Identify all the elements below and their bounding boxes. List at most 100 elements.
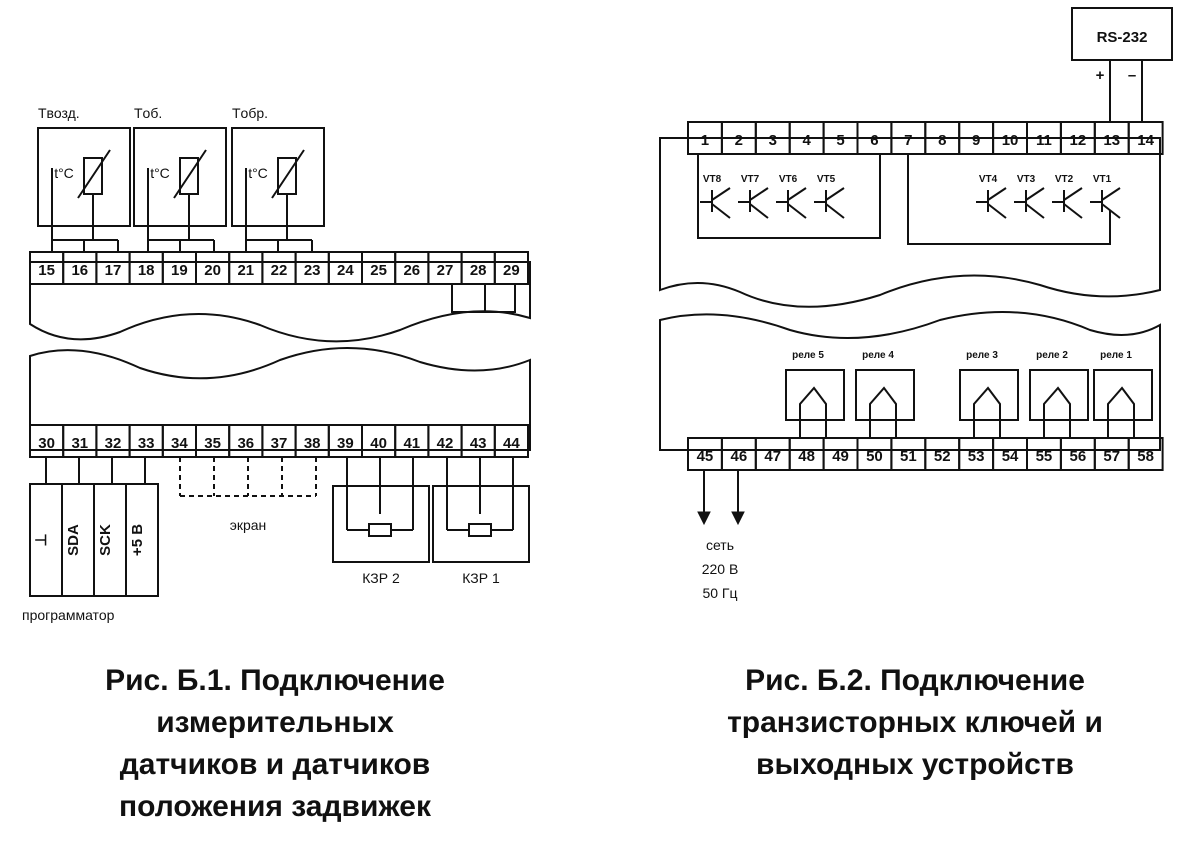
terminal-label-58: 58 — [1137, 448, 1154, 465]
relay-label: реле 1 — [1100, 350, 1132, 361]
sensor-symbol: t°C — [54, 165, 74, 181]
terminal-label-5: 5 — [836, 132, 844, 149]
transistor-collector — [1063, 187, 1083, 201]
thermistor-slash — [173, 149, 207, 199]
terminal-label-29: 29 — [503, 262, 520, 279]
caption-line: выходных устройств — [756, 748, 1074, 781]
thermistor-slash — [77, 149, 111, 199]
transistor-emitter — [987, 203, 1007, 219]
terminal-label-51: 51 — [900, 448, 917, 465]
transistor-collector — [711, 187, 731, 201]
transistor-label: VT5 — [817, 174, 836, 185]
terminal-label-39: 39 — [337, 435, 354, 452]
terminal-44 — [493, 424, 529, 458]
terminal-label-52: 52 — [934, 448, 951, 465]
transistor-emitter — [1063, 203, 1083, 219]
terminal-label-28: 28 — [470, 262, 487, 279]
device-body-lower — [29, 347, 531, 451]
terminal-label-35: 35 — [204, 435, 221, 452]
terminal-label-19: 19 — [171, 262, 188, 279]
sensor-box — [37, 127, 131, 227]
terminal-label-26: 26 — [403, 262, 420, 279]
transistor-label: VT1 — [1093, 174, 1112, 185]
terminal-label-54: 54 — [1002, 448, 1019, 465]
sensor-title: Tвозд. — [38, 105, 80, 121]
terminal-label-40: 40 — [370, 435, 387, 452]
terminal-label-57: 57 — [1103, 448, 1120, 465]
terminal-label-1: 1 — [701, 132, 709, 149]
link-box — [451, 283, 486, 313]
terminal-label-4: 4 — [802, 132, 811, 149]
transistor-collector — [987, 187, 1007, 201]
relay-box — [959, 369, 1019, 421]
terminal-label-43: 43 — [470, 435, 487, 452]
transistor-collector — [787, 187, 807, 201]
terminal-label-44: 44 — [503, 435, 520, 452]
transistor-collector — [825, 187, 845, 201]
kzr-label: КЗР 2 — [362, 570, 400, 586]
programmer-pin-label: +5 В — [129, 524, 146, 556]
relay-box — [1093, 369, 1153, 421]
device-body-upper — [29, 261, 531, 343]
relay-label: реле 5 — [792, 350, 824, 361]
caption-line: транзисторных ключей и — [727, 706, 1103, 739]
terminal-label-55: 55 — [1036, 448, 1053, 465]
mains-arrow — [731, 511, 745, 526]
terminal-label-42: 42 — [437, 435, 454, 452]
transistor-collector — [1101, 187, 1121, 201]
rs232-label: RS-232 — [1097, 29, 1148, 46]
transistor-label: VT8 — [703, 174, 722, 185]
relay-contact — [869, 386, 897, 438]
terminal-label-17: 17 — [105, 262, 122, 279]
terminal-label-49: 49 — [832, 448, 849, 465]
transistor-emitter — [749, 203, 769, 219]
caption-line: Рис. Б.1. Подключение — [105, 664, 445, 697]
relay-contact — [799, 386, 827, 438]
relay-label: реле 3 — [966, 350, 998, 361]
terminal-label-14: 14 — [1137, 132, 1154, 149]
sensor-symbol: t°C — [150, 165, 170, 181]
terminal-label-50: 50 — [866, 448, 883, 465]
terminal-label-13: 13 — [1103, 132, 1120, 149]
programmer-pin-label: SDA — [65, 524, 82, 556]
terminal-label-31: 31 — [71, 435, 88, 452]
transistor-common-wire — [697, 154, 881, 239]
caption-line: датчиков и датчиков — [119, 748, 431, 781]
mains-label: 50 Гц — [702, 585, 737, 601]
programmer-pin-label: ⊥ — [33, 533, 50, 546]
mains-arrow — [697, 511, 711, 526]
terminal-label-56: 56 — [1070, 448, 1087, 465]
terminal-label-10: 10 — [1002, 132, 1019, 149]
terminal-label-2: 2 — [735, 132, 743, 149]
sensor-title: Tоб. — [134, 105, 162, 121]
rs232-minus: – — [1128, 67, 1136, 84]
terminal-label-15: 15 — [38, 262, 55, 279]
relay-label: реле 2 — [1036, 350, 1068, 361]
caption-line: Рис. Б.2. Подключение — [745, 664, 1085, 697]
relay-box — [785, 369, 845, 421]
terminal-label-30: 30 — [38, 435, 55, 452]
terminal-label-53: 53 — [968, 448, 985, 465]
terminal-label-6: 6 — [870, 132, 878, 149]
terminal-label-7: 7 — [904, 132, 912, 149]
transistor-emitter — [787, 203, 807, 219]
transistor-label: VT4 — [979, 174, 998, 185]
potentiometer-icon — [468, 523, 492, 537]
terminal-label-27: 27 — [437, 262, 454, 279]
terminal-58 — [1127, 437, 1164, 471]
rs232-box — [1071, 7, 1173, 61]
transistor-emitter — [711, 203, 731, 219]
relay-contact — [973, 386, 1001, 438]
relay-box — [855, 369, 915, 421]
terminal-label-47: 47 — [764, 448, 781, 465]
kzr-label: КЗР 1 — [462, 570, 500, 586]
figure-2-caption: Рис. Б.2. Подключение транзисторных ключ… — [655, 660, 1175, 786]
terminal-label-16: 16 — [71, 262, 88, 279]
programmer-pin-label: SCK — [97, 524, 114, 556]
device-body-lower — [659, 311, 1161, 451]
relay-label: реле 4 — [862, 350, 894, 361]
transistor-emitter — [825, 203, 845, 219]
sensor-box — [231, 127, 325, 227]
terminal-label-12: 12 — [1070, 132, 1087, 149]
sensor-title: Tобр. — [232, 105, 268, 121]
